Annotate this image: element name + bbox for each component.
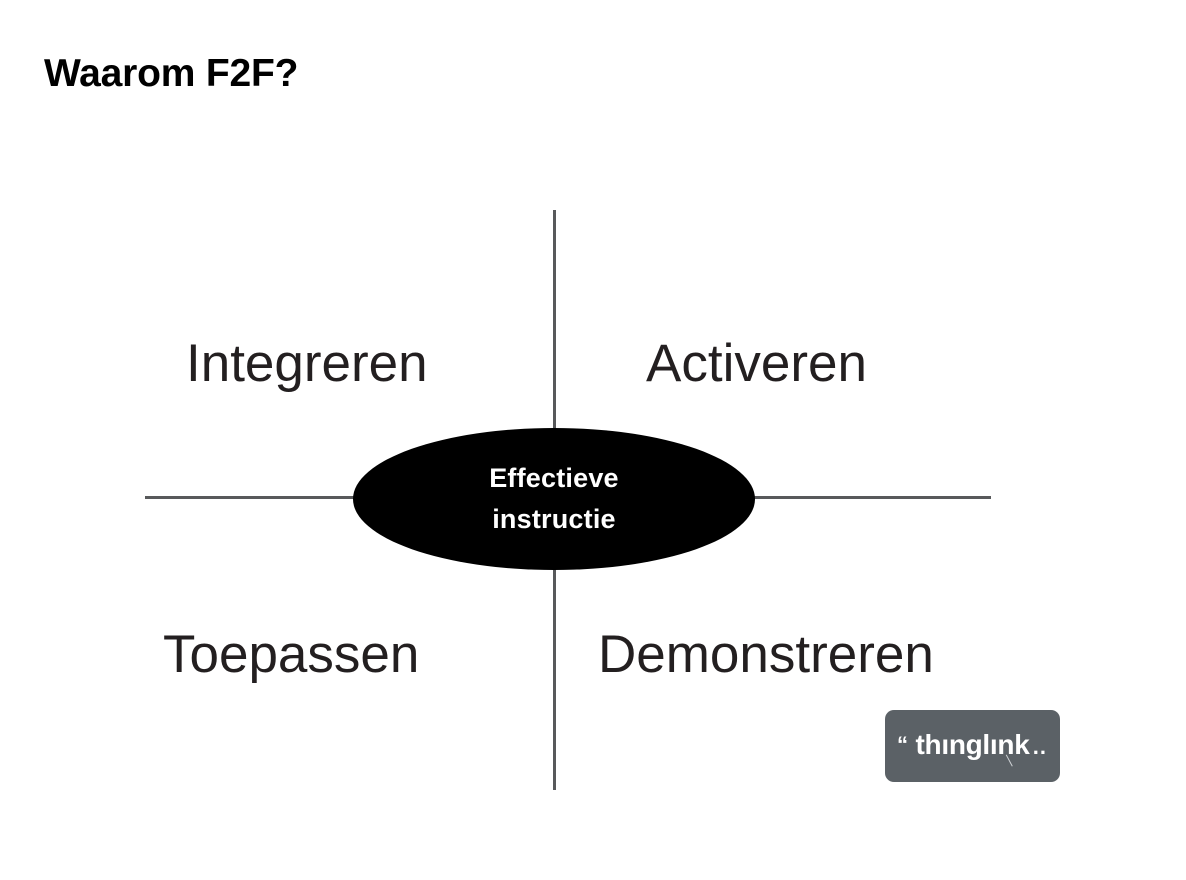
page-title: Waarom F2F? [44, 52, 299, 95]
thinglink-watermark-badge[interactable]: thınglınk “ .. [885, 710, 1060, 782]
quadrant-label-bottom-left: Toepassen [163, 625, 420, 684]
quote-mark-icon: “ [897, 732, 909, 757]
quadrant-label-bottom-right: Demonstreren [598, 625, 934, 684]
quadrant-label-top-left: Integreren [186, 334, 428, 393]
ellipsis-dots-icon: .. [1032, 734, 1047, 759]
center-ellipse-node: Effectieve instructie [353, 428, 755, 570]
center-ellipse-label-line1: Effectieve [489, 462, 619, 493]
center-ellipse-label-line2: instructie [492, 504, 616, 534]
quadrant-label-top-right: Activeren [646, 334, 867, 393]
thinglink-wordmark: thınglınk [915, 729, 1030, 760]
